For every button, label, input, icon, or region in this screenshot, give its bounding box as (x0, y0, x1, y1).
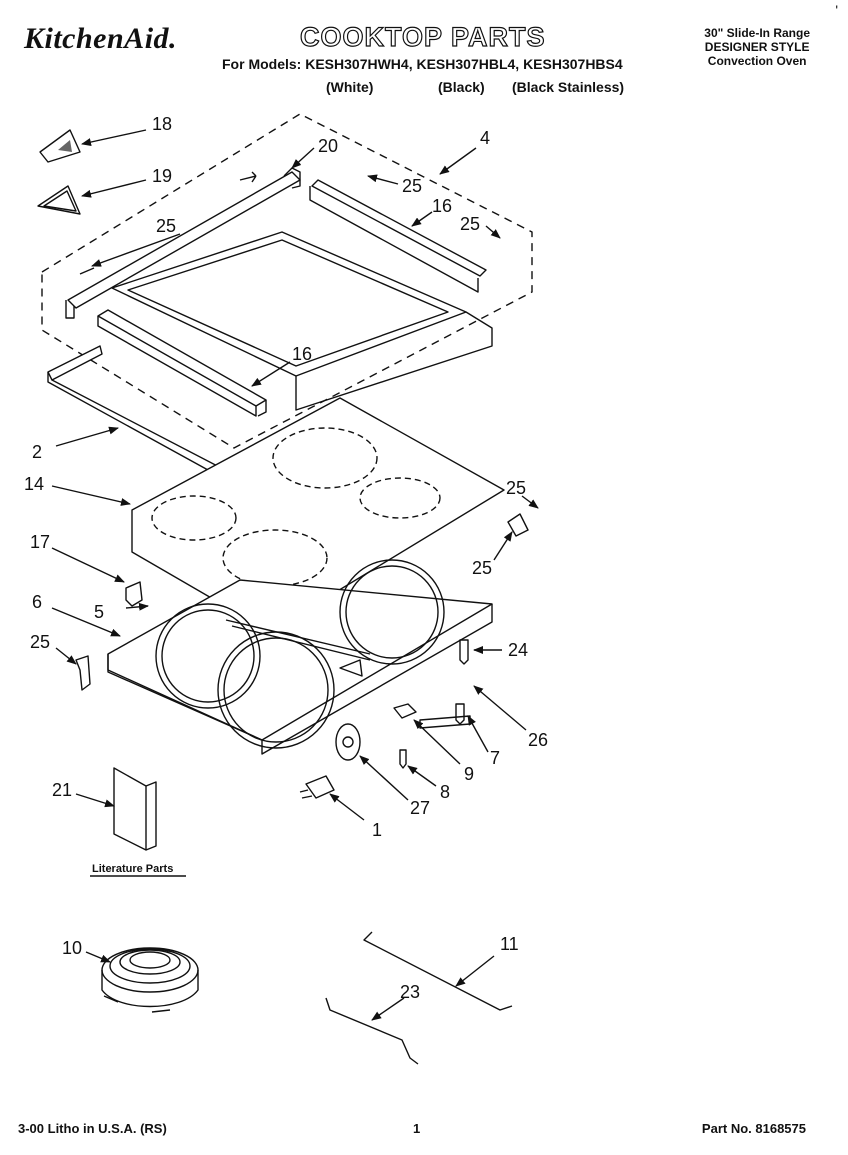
callout-25-d: 25 (506, 478, 526, 498)
footer-page-number: 1 (413, 1121, 421, 1136)
callout-1: 21 (52, 780, 72, 800)
callout-labels: 18 19 20 4 25 25 25 16 25 16 2 14 25 17 … (24, 114, 548, 1002)
footer-litho: 3-00 Litho in U.S.A. (RS) (18, 1121, 167, 1136)
callout-6: 17 (30, 532, 50, 552)
page-title: COOKTOP PARTS (299, 21, 546, 52)
part-4-frame (111, 231, 493, 411)
callout-25-e: 5 (94, 602, 104, 622)
callout-17: 25 (472, 558, 492, 578)
callout-2: 2 (32, 442, 42, 462)
models-line: For Models: KESH307HWH4, KESH307HBL4, KE… (222, 56, 623, 72)
callout-7: 26 (528, 730, 548, 750)
color-black-stainless: (Black Stainless) (512, 79, 625, 95)
part-10-terminal-block (299, 775, 335, 799)
part-23-rod (363, 931, 513, 1011)
part-5-burner-box (107, 559, 493, 755)
product-line-range: 30" Slide-In Range (704, 26, 810, 40)
part-9-screw (455, 703, 465, 725)
callout-14: 14 (24, 474, 44, 494)
callout-25-c: 25 (460, 214, 480, 234)
part-6-bracket (125, 581, 143, 607)
part-19-gasket (37, 185, 81, 215)
color-black: (Black) (438, 79, 485, 95)
callout-19: 19 (152, 166, 172, 186)
callout-21: 27 (410, 798, 430, 818)
callout-9: 7 (490, 748, 500, 768)
callout-10: 1 (372, 820, 382, 840)
color-white: (White) (326, 79, 374, 95)
callout-4: 4 (480, 128, 490, 148)
part-20-rear-rail (65, 167, 301, 319)
callout-23: 11 (500, 934, 519, 954)
part-1-literature (90, 767, 186, 877)
assembly-boundary (41, 113, 533, 449)
brand-logo: KitchenAid. (24, 22, 178, 55)
part-8-switch (393, 703, 417, 719)
product-line-oven: Convection Oven (707, 54, 807, 68)
callout-15: 23 (400, 982, 420, 1002)
literature-parts-label: Literature Parts (92, 863, 173, 875)
callout-20: 20 (318, 136, 338, 156)
product-line-style: DESIGNER STYLE (704, 40, 810, 54)
callout-11: 10 (62, 938, 82, 958)
part-27-screw (399, 749, 407, 769)
callout-25-a: 25 (402, 176, 422, 196)
callout-16-b: 16 (292, 344, 312, 364)
part-11-element (101, 947, 199, 1013)
callout-25-b: 25 (156, 216, 176, 236)
part-17-nut (507, 513, 529, 537)
part-18-vent-cap (39, 129, 81, 163)
part-21-thermostat (335, 723, 361, 761)
callout-5: 6 (32, 592, 42, 612)
callout-16-a: 16 (432, 196, 452, 216)
callout-18: 18 (152, 114, 172, 134)
part-16-front-trim (97, 309, 267, 417)
callout-27: 8 (440, 782, 450, 802)
part-16-rear-trim (309, 179, 487, 293)
corner-mark: ' (835, 2, 838, 18)
leader-lines (51, 129, 539, 1021)
callout-26: 24 (508, 640, 528, 660)
part-15-rod (325, 997, 419, 1065)
footer-part-number: Part No. 8168575 (701, 1121, 806, 1136)
callout-24: 25 (30, 632, 50, 652)
part-26-screw (459, 639, 469, 665)
callout-8: 9 (464, 764, 474, 784)
product-description: 30" Slide-In Range DESIGNER STYLE Convec… (704, 26, 810, 68)
part-24-clip (75, 655, 91, 691)
